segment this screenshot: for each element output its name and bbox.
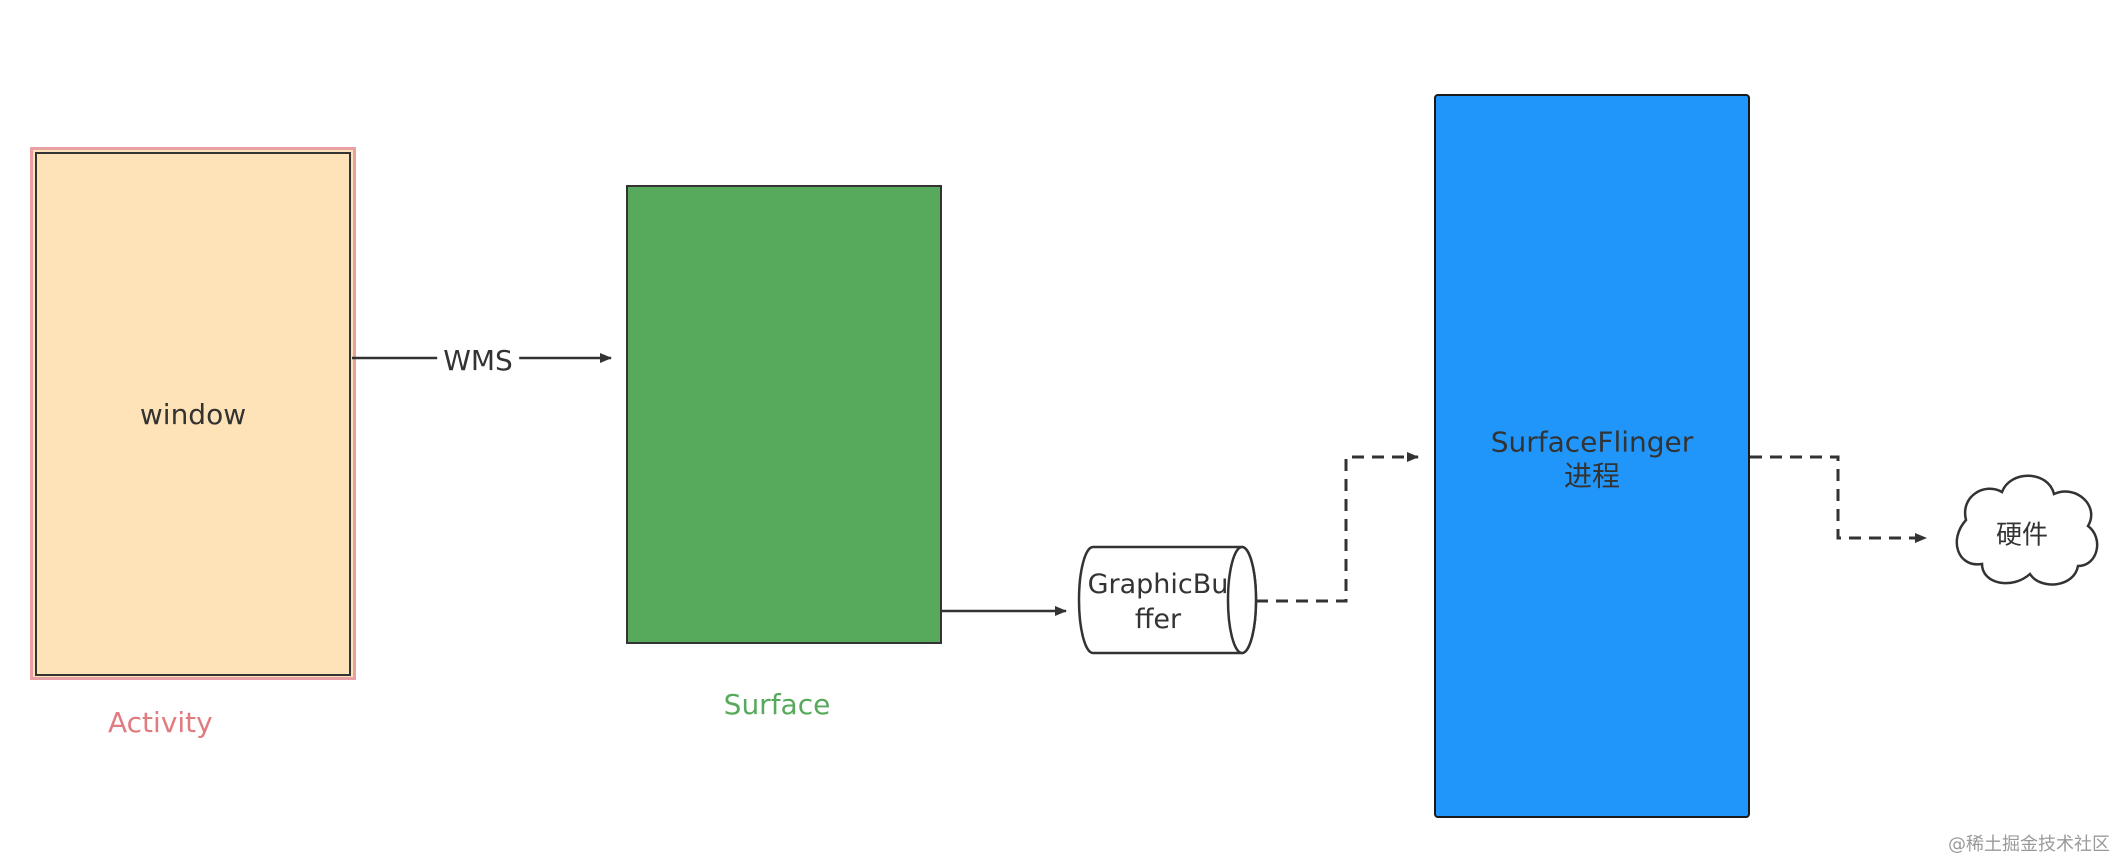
surfaceflinger-label: SurfaceFlinger 进程 [1491, 425, 1694, 492]
surface-box [626, 185, 942, 644]
hardware-label: 硬件 [1995, 520, 2049, 551]
surfaceflinger-label-line2: 进程 [1563, 459, 1620, 492]
buffer-to-surfaceflinger-arrow [1256, 452, 1419, 603]
surfaceflinger-to-hardware-arrow [1750, 455, 1927, 543]
surfaceflinger-label-line1: SurfaceFlinger [1490, 425, 1694, 459]
activity-caption: Activity [108, 706, 213, 739]
watermark: @稀土掘金技术社区 [1948, 834, 2110, 855]
graphicbuffer-label-line2: ffer [1134, 604, 1182, 635]
graphicbuffer-label: GraphicBu ffer [1088, 567, 1229, 637]
wms-edge-label: WMS [437, 347, 519, 375]
hardware-cloud [1955, 474, 2099, 586]
graphicbuffer-cylinder [1077, 545, 1258, 655]
window-label: window [139, 398, 247, 431]
surfaceflinger-box [1434, 94, 1750, 818]
surface-caption: Surface [723, 688, 831, 721]
window-box [35, 152, 351, 676]
graphicbuffer-label-line1: GraphicBu [1087, 568, 1229, 600]
